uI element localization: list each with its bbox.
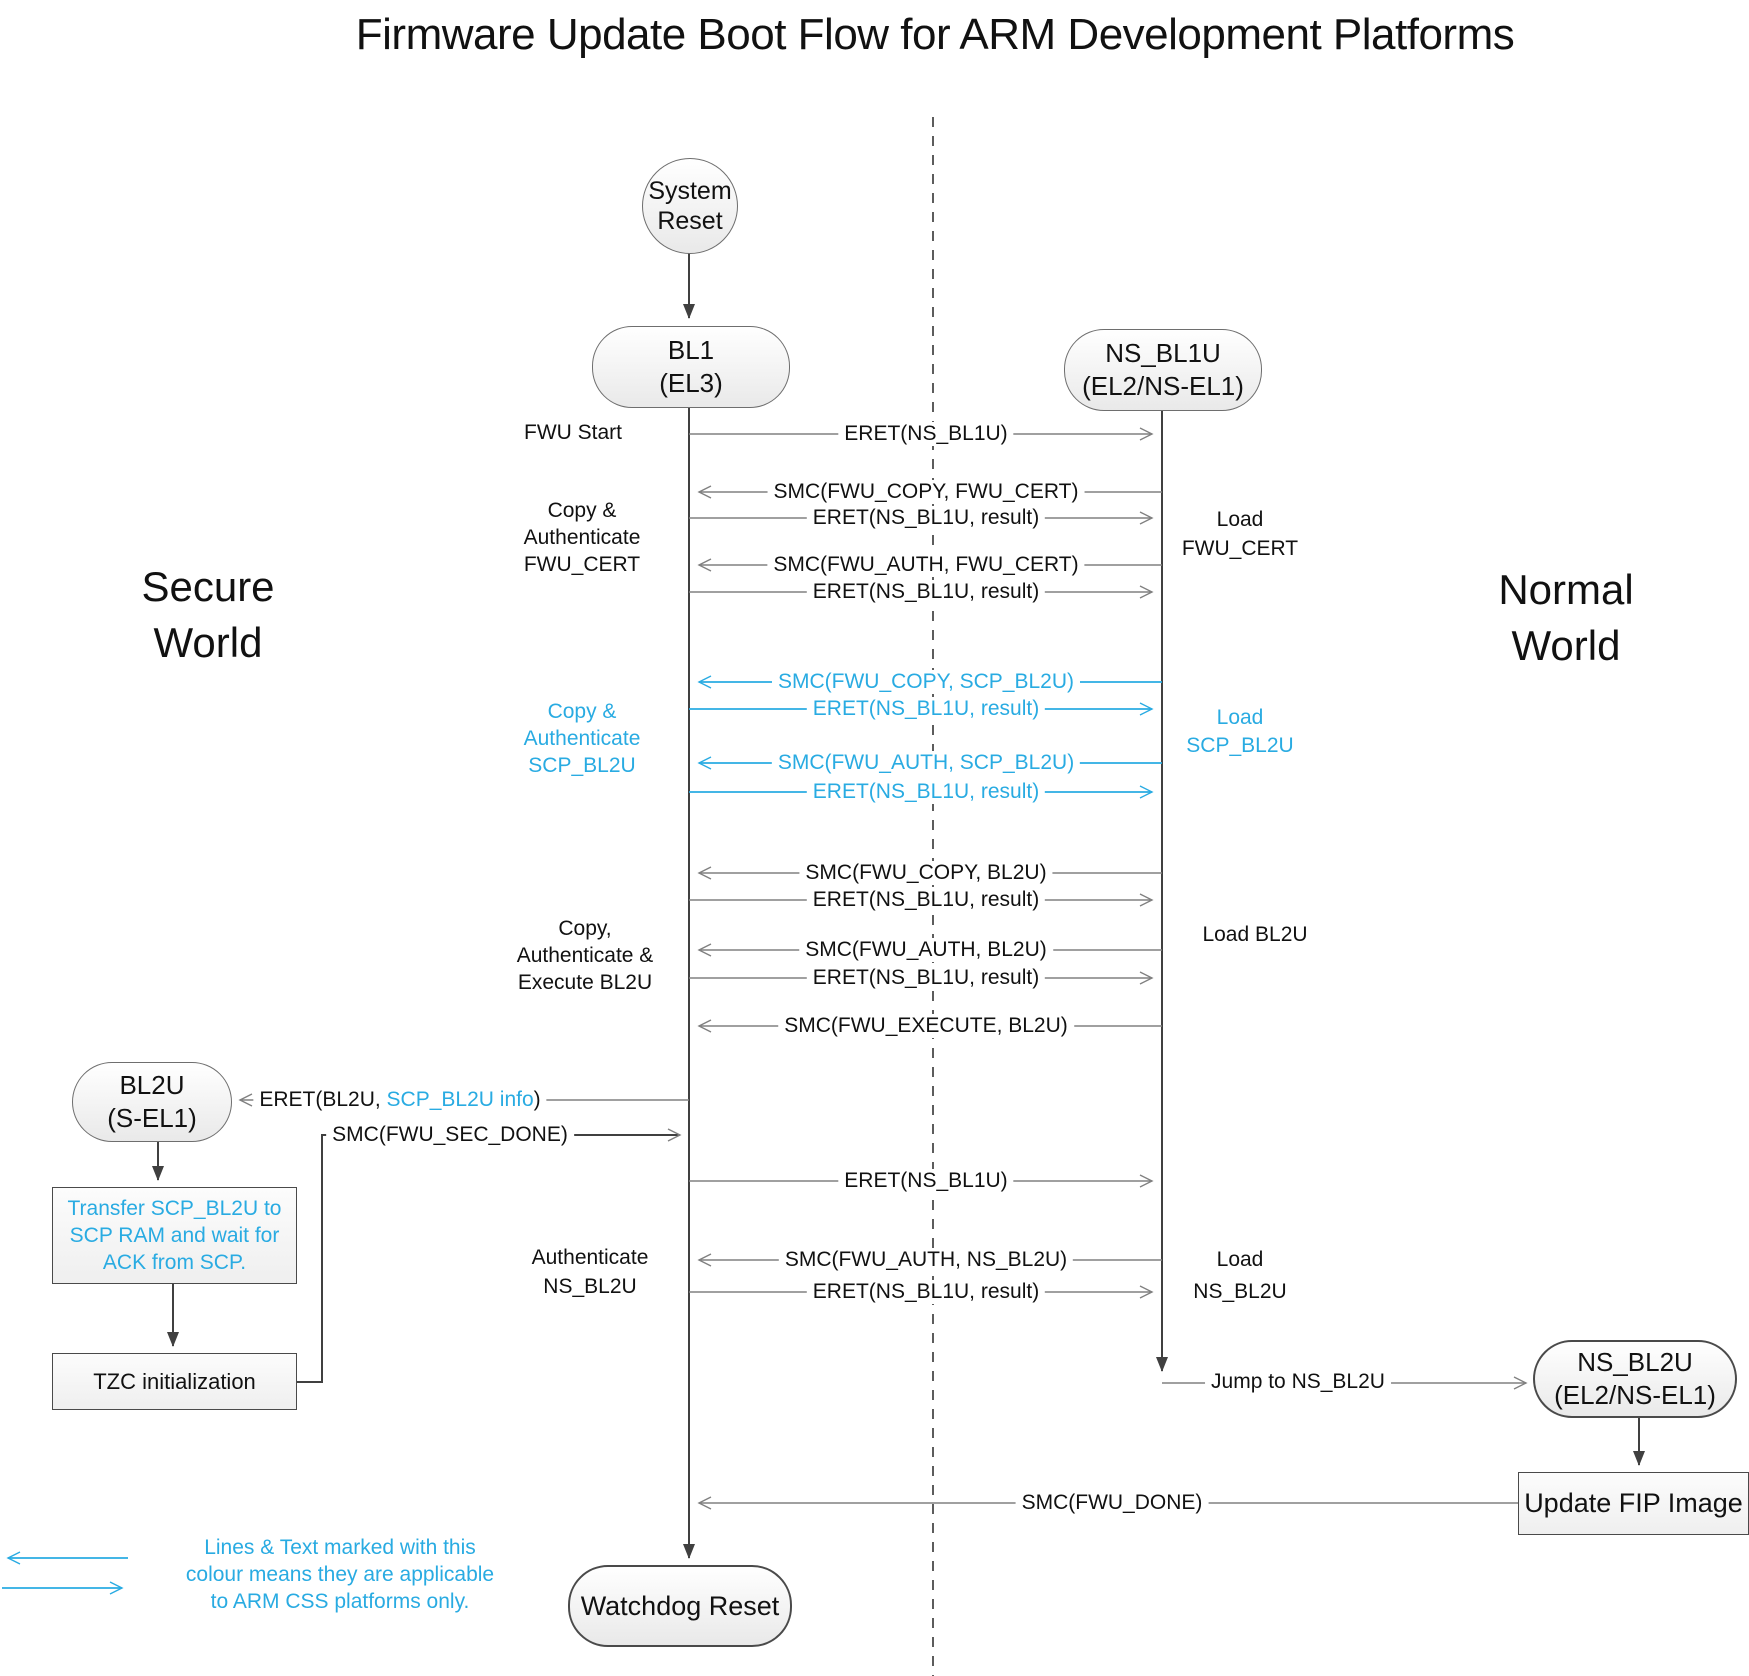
msg-eret-ns-bl1u-2: ERET(NS_BL1U) [838,1169,1014,1193]
label-copy-auth-exec-bl2u-2: Authenticate & [516,944,654,967]
label-auth-ns-bl2u-2: NS_BL2U [543,1275,637,1298]
msg-eret-result-6: ERET(NS_BL1U, result) [806,966,1046,990]
label-copy-auth-fwu-cert-3: FWU_CERT [523,553,641,576]
label-load-ns-bl2u-1: Load [1216,1248,1264,1271]
msg-smc-execute-bl2u: SMC(FWU_EXECUTE, BL2U) [778,1014,1074,1038]
label-copy-auth-exec-bl2u-3: Execute BL2U [517,971,653,994]
label-copy-auth-scp-bl2u-3: SCP_BL2U [528,754,636,777]
msg-smc-auth-ns-bl2u: SMC(FWU_AUTH, NS_BL2U) [778,1248,1074,1272]
msg-eret-result-3: ERET(NS_BL1U, result) [806,697,1046,721]
msg-jump-to-ns-bl2u: Jump to NS_BL2U [1205,1370,1391,1394]
msg-eret-result-2: ERET(NS_BL1U, result) [806,580,1046,604]
msg-smc-sec-done: SMC(FWU_SEC_DONE) [326,1123,574,1147]
msg-smc-auth-bl2u: SMC(FWU_AUTH, BL2U) [799,938,1053,962]
page-title: Firmware Update Boot Flow for ARM Develo… [355,10,1515,59]
lifelines [152,253,1645,1559]
node-tzc-initialization: TZC initialization [52,1353,297,1410]
secure-world-label: Secure World [141,563,275,666]
msg-eret-result-5: ERET(NS_BL1U, result) [806,888,1046,912]
label-load-scp-bl2u-2: SCP_BL2U [1186,734,1294,757]
node-ns-bl2u: NS_BL2U (EL2/NS-EL1) [1533,1340,1737,1418]
legend-line-2: colour means they are applicable [185,1563,495,1586]
msg-smc-auth-fwu-cert: SMC(FWU_AUTH, FWU_CERT) [767,553,1085,577]
msg-smc-auth-scp-bl2u: SMC(FWU_AUTH, SCP_BL2U) [771,751,1081,775]
msg-eret-result-7: ERET(NS_BL1U, result) [806,1280,1046,1304]
label-copy-auth-scp-bl2u-2: Authenticate [523,727,641,750]
node-system-reset: System Reset [642,158,738,254]
msg-smc-copy-scp-bl2u: SMC(FWU_COPY, SCP_BL2U) [771,670,1081,694]
label-load-fwu-cert-2: FWU_CERT [1181,537,1299,560]
label-auth-ns-bl2u-1: Authenticate [531,1246,649,1269]
msg-smc-fwu-done: SMC(FWU_DONE) [1015,1491,1209,1515]
msg-eret-result-1: ERET(NS_BL1U, result) [806,506,1046,530]
label-fwu-start: FWU Start [524,421,622,444]
msg-smc-copy-bl2u: SMC(FWU_COPY, BL2U) [799,861,1053,885]
label-load-scp-bl2u-1: Load [1216,706,1264,729]
label-copy-auth-fwu-cert-2: Authenticate [523,526,641,549]
node-transfer-scp-bl2u: Transfer SCP_BL2U to SCP RAM and wait fo… [52,1187,297,1284]
msg-eret-ns-bl1u-start: ERET(NS_BL1U) [838,422,1014,446]
normal-world-label: Normal World [1498,566,1634,669]
label-load-fwu-cert-1: Load [1216,508,1264,531]
label-copy-auth-exec-bl2u-1: Copy, [558,917,612,940]
msg-eret-result-4: ERET(NS_BL1U, result) [806,780,1046,804]
node-watchdog-reset: Watchdog Reset [568,1565,792,1647]
label-copy-auth-fwu-cert-1: Copy & [547,499,617,522]
msg-smc-copy-fwu-cert: SMC(FWU_COPY, FWU_CERT) [767,480,1085,504]
legend-line-1: Lines & Text marked with this [204,1536,476,1559]
node-bl2u: BL2U (S-EL1) [72,1062,232,1142]
label-load-bl2u: Load BL2U [1202,923,1308,946]
label-copy-auth-scp-bl2u-1: Copy & [547,700,617,723]
node-update-fip-image: Update FIP Image [1518,1472,1749,1535]
label-load-ns-bl2u-2: NS_BL2U [1193,1280,1287,1303]
msg-eret-bl2u: ERET(BL2U, SCP_BL2U info) [253,1088,547,1112]
node-bl1: BL1 (EL3) [592,326,790,408]
node-ns-bl1u: NS_BL1U (EL2/NS-EL1) [1064,329,1262,411]
legend-line-3: to ARM CSS platforms only. [210,1590,470,1613]
